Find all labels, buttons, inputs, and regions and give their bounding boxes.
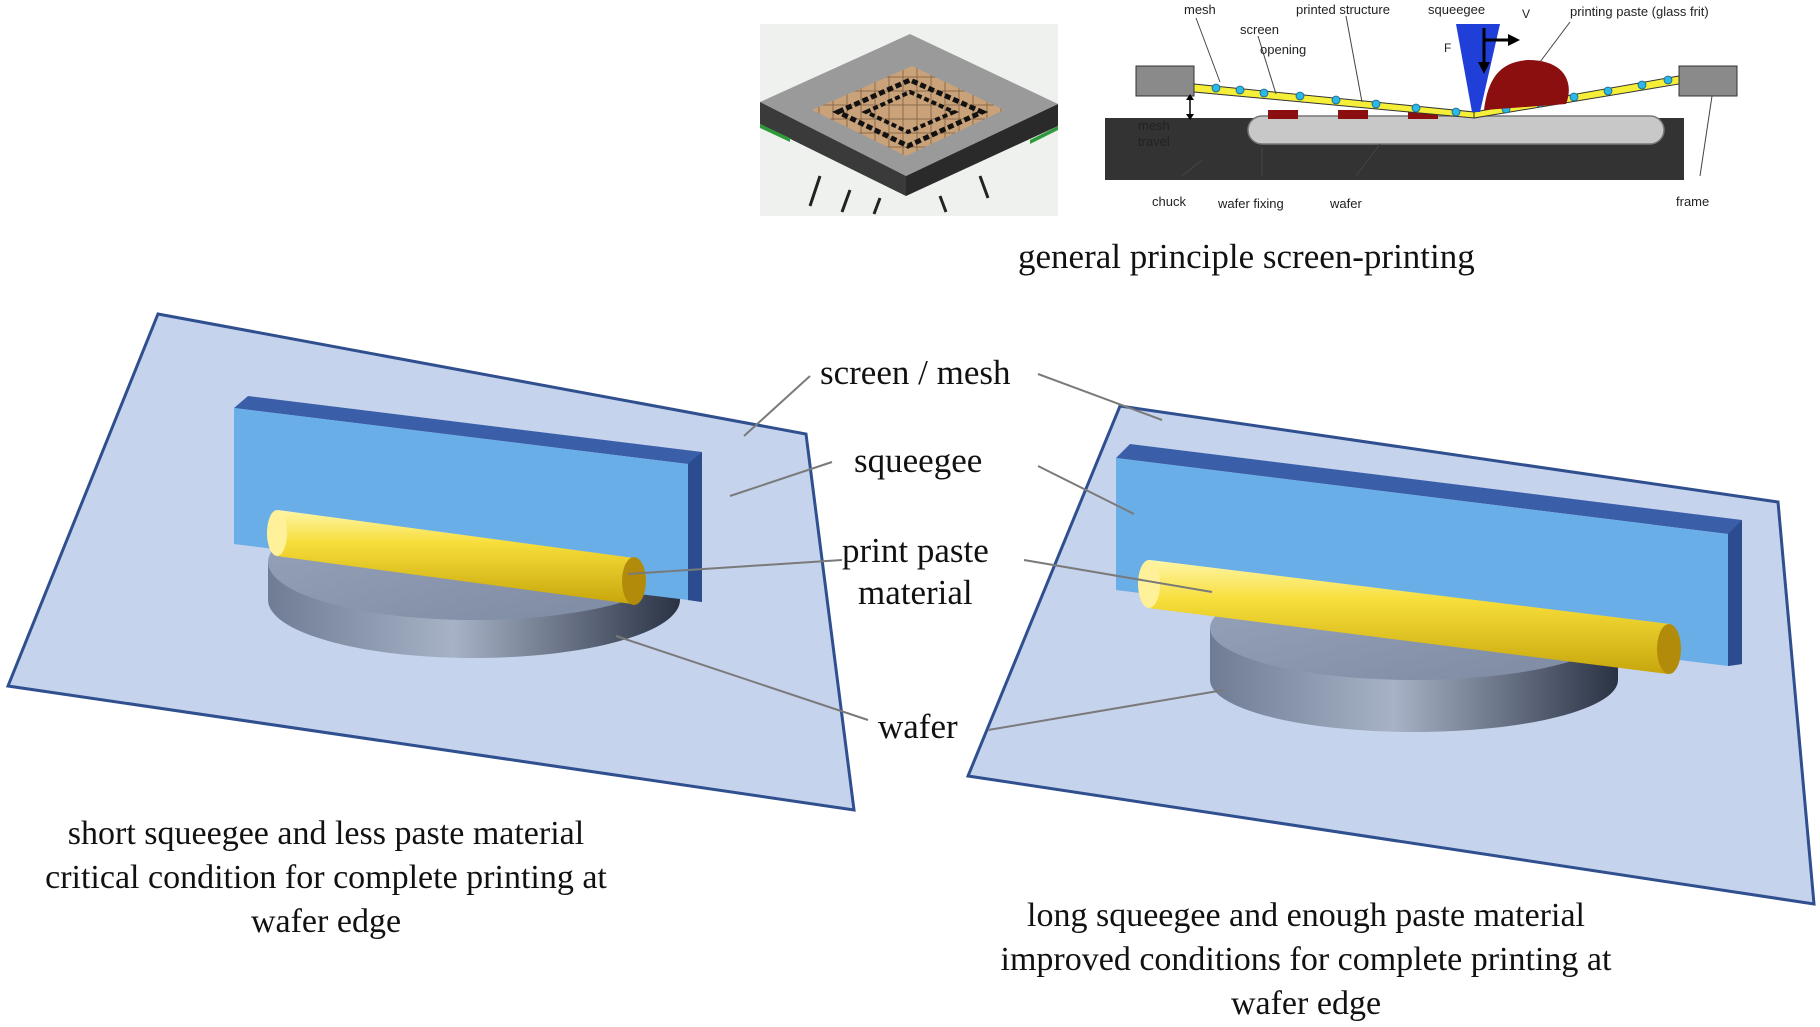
printed-structure-1	[1268, 110, 1298, 119]
left-caption-line2: critical condition for complete printing…	[45, 859, 607, 896]
force-arrow-head	[1478, 62, 1490, 74]
label-printed-structure: printed structure	[1296, 2, 1390, 17]
label-mesh: mesh	[1184, 2, 1216, 17]
printed-structure-3	[1408, 110, 1438, 119]
label-printing-paste: printing paste (glass frit)	[1570, 4, 1709, 19]
label-v: V	[1522, 7, 1530, 21]
label-print-paste-line1: print paste	[842, 531, 989, 570]
label-f: F	[1444, 41, 1451, 55]
label-screen-mesh: screen / mesh	[820, 353, 1011, 392]
label-frame: frame	[1676, 194, 1709, 209]
screen-printing-cross-section: mesh screen opening printed structure sq…	[1105, 2, 1738, 211]
left-caption-line3: wafer edge	[251, 903, 401, 940]
label-wafer-small: wafer	[1329, 196, 1362, 211]
label-mesh-travel-2: travel	[1138, 134, 1170, 149]
right-caption-line2: improved conditions for complete printin…	[1001, 941, 1612, 978]
printing-paste-blob	[1484, 60, 1569, 110]
cross-section-leaders	[1181, 15, 1713, 177]
label-squeegee: squeegee	[854, 441, 982, 480]
right-scene	[965, 404, 1816, 906]
principle-caption: general principle screen-printing	[1018, 237, 1475, 276]
squeegee-blade	[1456, 24, 1500, 112]
screen-thumbnail	[760, 24, 1058, 216]
label-opening: opening	[1260, 42, 1306, 57]
label-wafer-fixing: wafer fixing	[1217, 196, 1284, 211]
label-wafer: wafer	[878, 707, 958, 746]
right-caption-line3: wafer edge	[1231, 985, 1381, 1022]
frame-left	[1135, 65, 1195, 97]
left-scene	[5, 312, 856, 812]
right-caption-line1: long squeegee and enough paste material	[1027, 897, 1585, 934]
label-mesh-travel-1: mesh	[1138, 118, 1170, 133]
velocity-arrow-head	[1508, 34, 1520, 46]
label-print-paste-line2: material	[858, 573, 973, 612]
left-caption-line1: short squeegee and less paste material	[68, 815, 584, 852]
right-paste-cylinder	[1138, 560, 1681, 674]
frame-right	[1678, 65, 1738, 97]
label-chuck: chuck	[1152, 194, 1186, 209]
wafer-body	[1247, 115, 1665, 145]
left-paste-cylinder	[267, 510, 646, 605]
printed-structure-2	[1338, 110, 1368, 119]
label-screen: screen	[1240, 22, 1279, 37]
center-leader-lines	[615, 373, 1225, 731]
label-squeegee-small: squeegee	[1428, 2, 1485, 17]
